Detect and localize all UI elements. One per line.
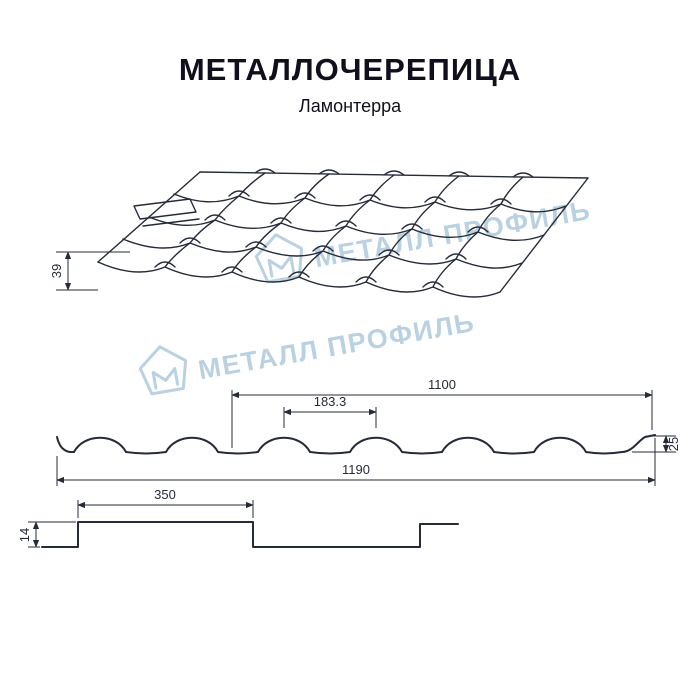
roof-sheet-perspective-drawing [97, 168, 589, 298]
profile-curve [56, 434, 656, 455]
dimension-1190: 1190 [56, 438, 656, 486]
dimension-1100: 1100 [231, 377, 653, 448]
wave-ridge-line [298, 174, 395, 278]
dim-183-label: 183.3 [314, 394, 347, 409]
dimension-25: 25 [632, 435, 681, 453]
sheet-end-cap [133, 198, 200, 227]
cross-section-drawing: 1100 183.3 25 1190 [56, 377, 681, 486]
dim-14-label: 14 [17, 528, 32, 542]
wave-ridge-line [164, 172, 266, 268]
wave-ridge-line [432, 176, 524, 288]
dimension-183: 183.3 [283, 394, 377, 428]
wave-ridge-line [365, 175, 460, 283]
dimension-14: 14 [17, 521, 76, 548]
longitudinal-step-drawing: 350 14 [17, 487, 459, 548]
wave-crest-bumps [154, 168, 534, 288]
watermark-lower: МЕТАЛЛ ПРОФИЛЬ [138, 307, 477, 396]
wave-ridge-line [231, 173, 330, 273]
dim-1190-label: 1190 [342, 462, 370, 477]
metal-profil-logo-icon [254, 233, 304, 284]
metal-profil-logo-icon [138, 345, 188, 396]
dimension-350: 350 [77, 487, 254, 518]
dim-350-label: 350 [154, 487, 176, 502]
dim-1100-label: 1100 [428, 377, 456, 392]
dim-25-label: 25 [666, 437, 681, 451]
dimension-39: 39 [49, 251, 130, 291]
watermark-upper: МЕТАЛЛ ПРОФИЛЬ [254, 195, 593, 284]
page-subtitle: Ламонтерра [298, 96, 402, 116]
step-profile-curve [41, 521, 459, 548]
dim-39-label: 39 [49, 264, 64, 278]
watermark-text: МЕТАЛЛ ПРОФИЛЬ [196, 307, 477, 385]
page-title: МЕТАЛЛОЧЕРЕПИЦА [178, 52, 522, 87]
